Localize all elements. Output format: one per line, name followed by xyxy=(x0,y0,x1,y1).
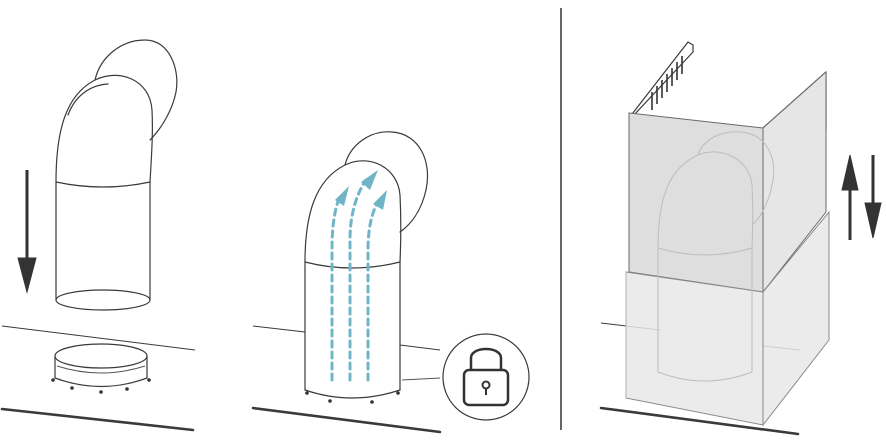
upper-chimney-cover xyxy=(628,41,827,294)
down-arrow-icon xyxy=(17,170,37,294)
panel-step-3 xyxy=(599,41,882,436)
panel-step-2 xyxy=(251,131,530,434)
hidden-duct-outline xyxy=(657,131,775,382)
airflow-arrows xyxy=(330,170,387,382)
mounting-ring xyxy=(51,343,151,394)
duct-elbow xyxy=(55,39,178,311)
installed-duct xyxy=(304,131,429,404)
padlock-icon xyxy=(462,347,510,407)
lock-callout xyxy=(401,333,530,421)
ceiling-surface xyxy=(0,325,196,432)
ceiling-surface xyxy=(251,325,442,434)
up-down-arrows-icon xyxy=(841,154,882,240)
lower-chimney-cover xyxy=(625,210,830,427)
panel-step-1 xyxy=(0,39,196,432)
